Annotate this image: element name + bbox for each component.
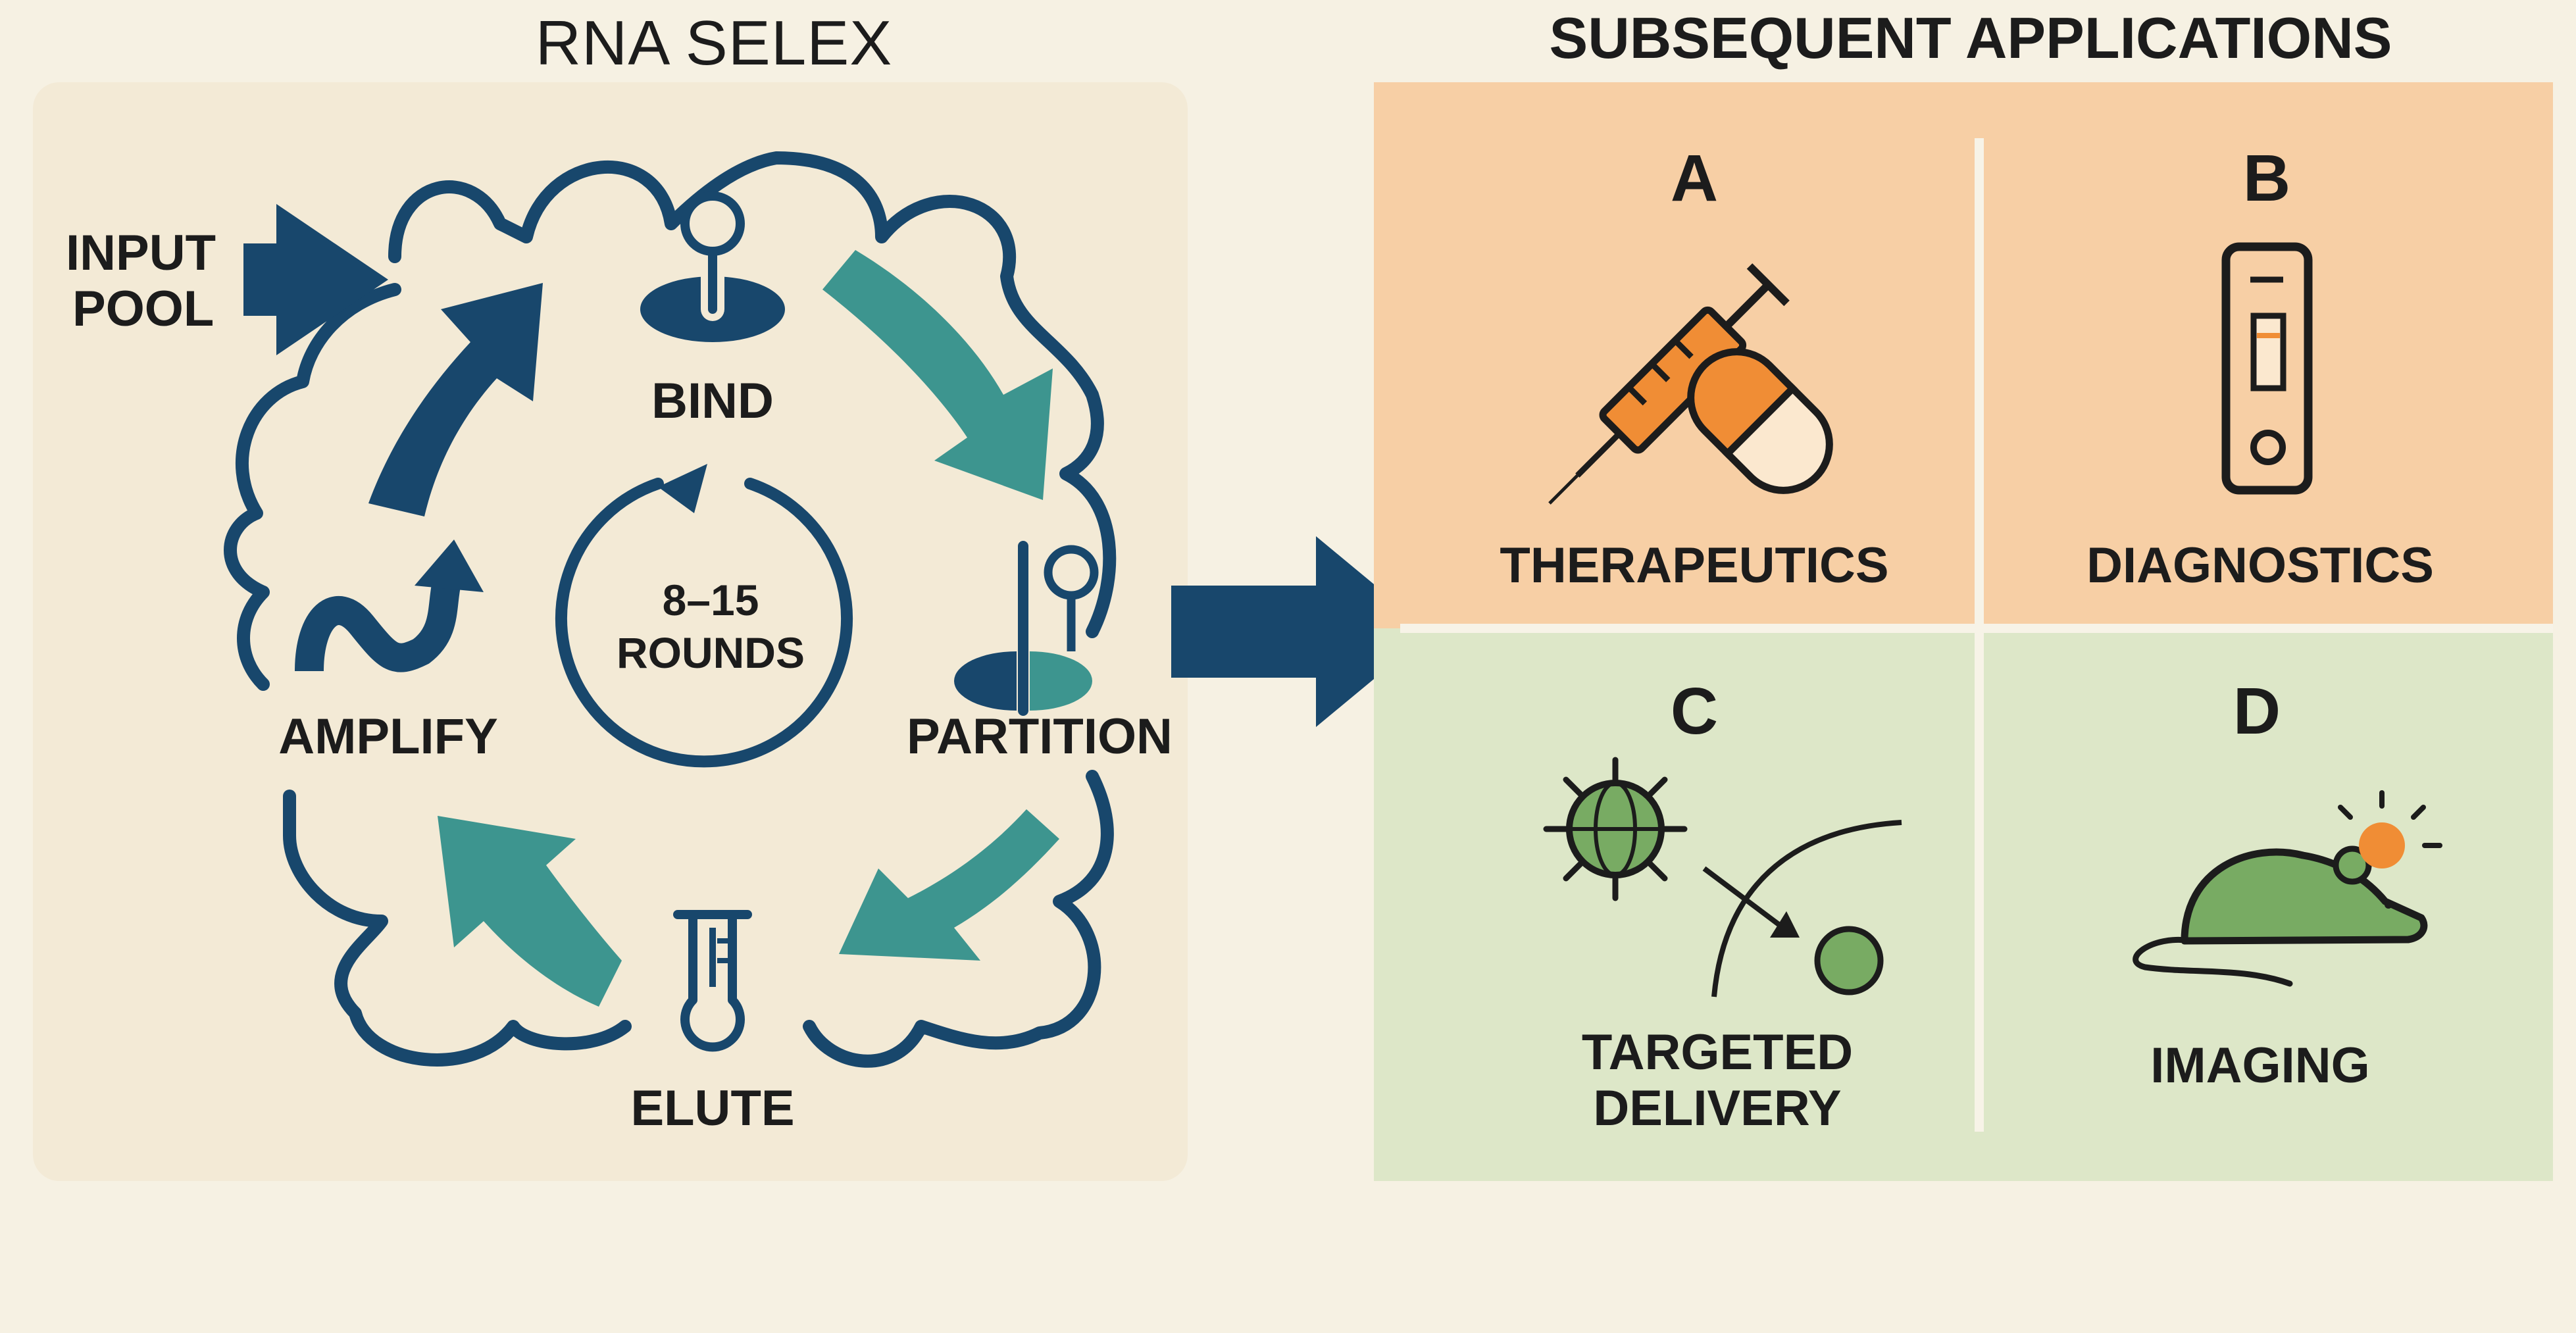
- input-pool-label: POOL: [72, 281, 214, 337]
- rounds-label: ROUNDS: [617, 628, 805, 677]
- partition-label: PARTITION: [907, 709, 1173, 765]
- bind-label: BIND: [651, 373, 774, 429]
- cell-b-label: DIAGNOSTICS: [2086, 538, 2434, 593]
- arrow-partition-to-elute: [839, 809, 1059, 961]
- cell-c-label: TARGETED: [1582, 1024, 1853, 1080]
- virus-particle-icon: [1543, 757, 1688, 901]
- amplify-icon: [295, 540, 484, 672]
- selex-title: RNA SELEX: [536, 8, 893, 78]
- selex-to-applications-arrow: [1171, 536, 1431, 727]
- cell-a-label: THERAPEUTICS: [1500, 538, 1888, 593]
- rounds-count: 8–15: [663, 576, 759, 624]
- cell-b-letter: B: [2243, 141, 2290, 215]
- input-pool-label: INPUT: [66, 225, 216, 281]
- pill-capsule-icon: [1687, 348, 1833, 494]
- delivery-arrowhead: [1770, 911, 1800, 938]
- mouse-icon: [2133, 845, 2428, 987]
- cell-c-letter: C: [1671, 674, 1718, 748]
- arrow-elute-to-amplify: [438, 816, 622, 1007]
- applications-title: SUBSEQUENT APPLICATIONS: [1550, 5, 2392, 70]
- sun-icon: [2338, 790, 2442, 868]
- cell-c-label: DELIVERY: [1593, 1080, 1841, 1136]
- gear-outline: [224, 151, 1117, 1068]
- bind-icon: [640, 191, 785, 342]
- amplify-label: AMPLIFY: [278, 709, 498, 765]
- cell-d-label: IMAGING: [2150, 1038, 2370, 1094]
- input-arrow: [243, 204, 388, 355]
- target-cell: [1814, 926, 1884, 995]
- cell-d-letter: D: [2233, 674, 2281, 748]
- arrow-bind-to-partition: [822, 250, 1053, 500]
- cell-membrane-arc: [1711, 820, 1902, 997]
- cell-a-letter: A: [1671, 141, 1718, 215]
- elute-label: ELUTE: [630, 1080, 794, 1136]
- rounds-cycle-arrow: [555, 478, 853, 768]
- partition-icon: [954, 541, 1099, 716]
- arrow-amplify-to-bind: [368, 283, 543, 516]
- test-strip-icon: [2221, 242, 2313, 495]
- rounds-cycle-arrowhead: [658, 464, 707, 513]
- thermometer-icon: [673, 910, 752, 1052]
